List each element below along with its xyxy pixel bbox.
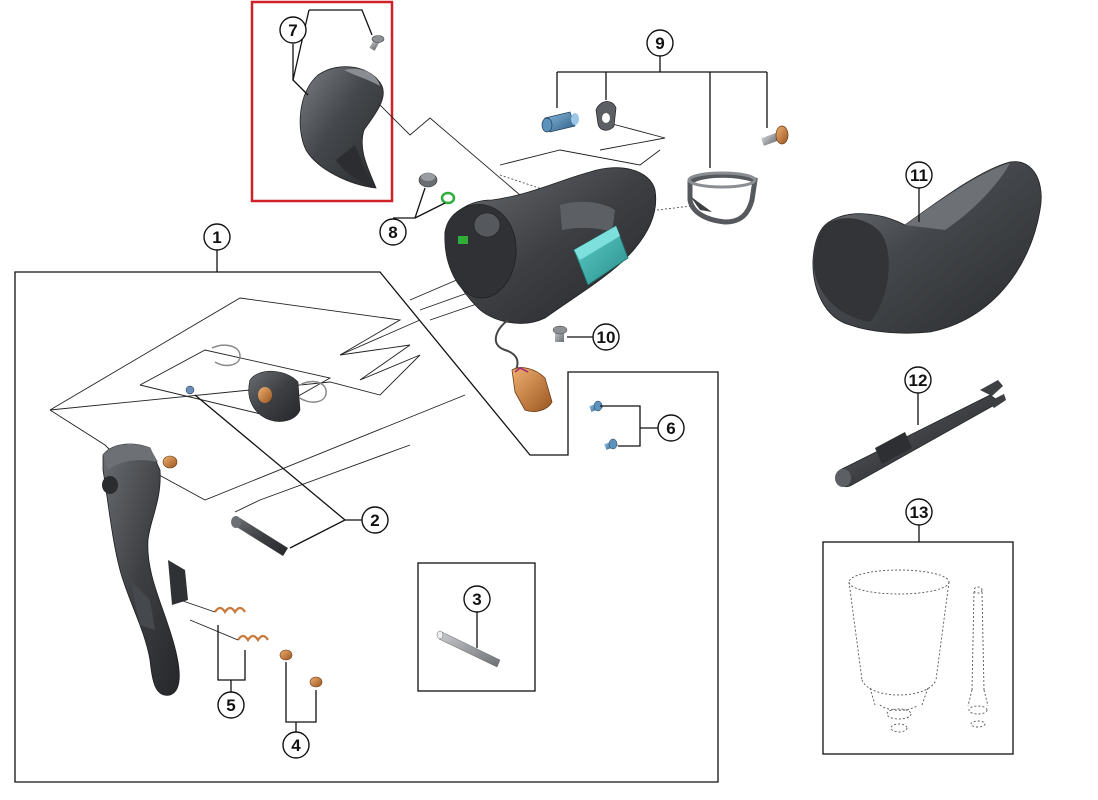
part-7-cover[interactable] xyxy=(299,66,384,189)
callout-3: 3 xyxy=(463,585,491,613)
part-13-cup[interactable] xyxy=(848,569,950,733)
callout-11: 11 xyxy=(905,161,933,189)
part-7-screw[interactable] xyxy=(369,35,385,51)
callout-12: 12 xyxy=(904,366,932,394)
spring-guides xyxy=(179,599,239,641)
callout-9: 9 xyxy=(646,29,674,57)
part-5-spring-a[interactable] xyxy=(214,606,246,615)
return-springs[interactable] xyxy=(211,344,327,403)
callout-1: 1 xyxy=(203,223,231,251)
lever-pivot-pin-cap[interactable] xyxy=(162,455,178,469)
leader-lines xyxy=(194,9,920,732)
callout-4: 4 xyxy=(282,731,310,759)
callout-8-label: 8 xyxy=(388,223,397,242)
callout-3-label: 3 xyxy=(472,590,481,609)
part-2-bracket[interactable] xyxy=(248,370,301,422)
part-2-pin[interactable] xyxy=(231,516,288,556)
part-3-frame xyxy=(417,562,536,692)
battery-pack[interactable] xyxy=(573,225,629,286)
part-10-screw[interactable] xyxy=(552,325,568,342)
callout-12-label: 12 xyxy=(909,371,928,390)
part-9-screw[interactable] xyxy=(761,125,789,146)
part-8-o-ring[interactable] xyxy=(440,191,456,205)
callout-6-label: 6 xyxy=(666,419,675,438)
part-2-small-ball[interactable] xyxy=(185,385,195,395)
callout-9-label: 9 xyxy=(655,34,664,53)
part-6-screw-b[interactable] xyxy=(604,438,618,450)
part-5-spring-b[interactable] xyxy=(237,634,269,643)
callout-7-label: 7 xyxy=(288,21,297,40)
callout-2-label: 2 xyxy=(370,511,379,530)
part-11-hood[interactable] xyxy=(812,161,1042,334)
callout-6: 6 xyxy=(657,414,685,442)
part-4-nut-b[interactable] xyxy=(309,676,323,688)
main-lever-body[interactable] xyxy=(444,167,657,324)
callout-2: 2 xyxy=(361,506,389,534)
callout-13: 13 xyxy=(905,498,933,526)
part-13-rod[interactable] xyxy=(967,586,989,728)
highlight-box-part-7 xyxy=(250,0,394,203)
part-8-cap[interactable] xyxy=(418,172,438,188)
part-9-clamp-band[interactable] xyxy=(687,171,758,225)
part-9-washer[interactable] xyxy=(595,101,617,131)
callout-10-label: 10 xyxy=(597,328,616,347)
part-13-frame xyxy=(822,541,1014,755)
wire-connector[interactable] xyxy=(494,319,553,412)
part-1-frame xyxy=(14,271,719,783)
callout-13-label: 13 xyxy=(910,503,929,522)
callout-11-label: 11 xyxy=(910,166,928,185)
brake-lever-blade[interactable] xyxy=(102,443,188,696)
part-9-bolt[interactable] xyxy=(541,111,579,133)
part-4-nut-a[interactable] xyxy=(279,649,293,661)
callout-5: 5 xyxy=(217,691,245,719)
callout-7: 7 xyxy=(279,16,307,44)
callout-4-label: 4 xyxy=(291,736,301,755)
callout-8: 8 xyxy=(379,218,407,246)
part-12-tool[interactable] xyxy=(835,380,1006,488)
assembly-guide-lines xyxy=(49,99,701,513)
part-3-pin[interactable] xyxy=(436,630,501,668)
callout-10: 10 xyxy=(592,323,620,351)
callout-1-label: 1 xyxy=(212,228,221,247)
callout-5-label: 5 xyxy=(226,696,235,715)
